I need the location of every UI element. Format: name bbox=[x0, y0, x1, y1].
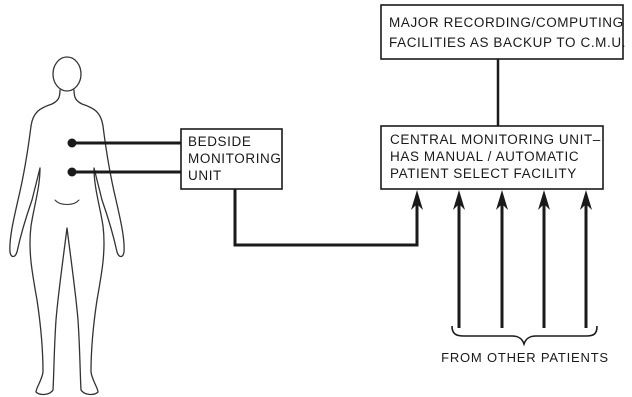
central-monitoring-unit-box: CENTRAL MONITORING UNIT– HAS MANUAL / AU… bbox=[381, 126, 603, 189]
electrode-dot-lower bbox=[68, 168, 77, 177]
electrode-dot-upper bbox=[68, 139, 77, 148]
major-recording-line2: FACILITIES AS BACKUP TO C.M.U. bbox=[389, 35, 626, 50]
other-patients-brace bbox=[452, 326, 597, 344]
patient-body-detail bbox=[55, 200, 79, 205]
other-patient-inputs bbox=[459, 200, 586, 328]
cmu-label-line2: HAS MANUAL / AUTOMATIC bbox=[390, 149, 579, 164]
major-recording-line1: MAJOR RECORDING/COMPUTING bbox=[389, 15, 624, 30]
cmu-label-line3: PATIENT SELECT FACILITY bbox=[390, 166, 577, 181]
bedside-monitoring-unit-box: BEDSIDE MONITORING UNIT bbox=[181, 129, 282, 189]
patient-head bbox=[53, 57, 81, 91]
bedside-label-line1: BEDSIDE bbox=[188, 134, 251, 149]
bedside-to-cmu-line bbox=[235, 189, 417, 245]
patient-body bbox=[10, 90, 124, 394]
major-recording-box: MAJOR RECORDING/COMPUTING FACILITIES AS … bbox=[381, 5, 626, 59]
patient-figure bbox=[10, 57, 124, 394]
bedside-label-line3: UNIT bbox=[188, 168, 222, 183]
bedside-label-line2: MONITORING bbox=[188, 151, 282, 166]
electrode-leads bbox=[72, 143, 181, 172]
cmu-label-line1: CENTRAL MONITORING UNIT– bbox=[390, 132, 601, 147]
other-patients-caption: FROM OTHER PATIENTS bbox=[441, 350, 609, 365]
